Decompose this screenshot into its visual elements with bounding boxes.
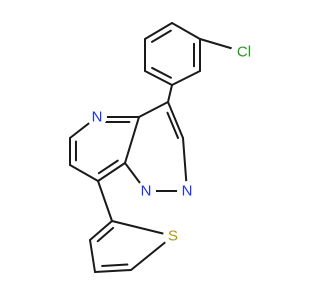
bond-A4-A5 bbox=[144, 22, 173, 40]
molecule-diagram: N N N Cl S bbox=[69, 22, 257, 273]
bond-A3-A4 bbox=[171, 22, 201, 40]
bond-C3-C2-double bbox=[166, 111, 179, 139]
bond-A6-A1 bbox=[144, 70, 173, 86]
atom-S: S bbox=[163, 226, 183, 246]
bond-T2-T3-double bbox=[96, 226, 115, 243]
bond-C3-C2 bbox=[167, 101, 184, 139]
bond-C3a-C7a bbox=[124, 116, 140, 164]
bond-C7-C6 bbox=[69, 164, 99, 182]
atom-N4-label: N bbox=[92, 109, 103, 126]
bond-T4-T5 bbox=[94, 269, 132, 273]
bond-C7a-C7 bbox=[97, 162, 126, 182]
bond-A4-A5-double bbox=[150, 29, 172, 43]
atom-N1: N bbox=[136, 181, 156, 201]
atom-N2-label: N bbox=[182, 183, 193, 200]
atom-layer: N N N Cl S bbox=[87, 39, 257, 246]
atom-N1-label: N bbox=[141, 183, 152, 200]
bond-A6-A1-double bbox=[151, 66, 172, 79]
atom-Cl-label: Cl bbox=[237, 44, 251, 61]
bond-C3-A1 bbox=[167, 84, 173, 103]
atom-S-label: S bbox=[168, 228, 178, 245]
bond-layer bbox=[69, 22, 245, 273]
bond-C3a-C3 bbox=[138, 101, 169, 118]
atom-Cl: Cl bbox=[231, 39, 257, 65]
atom-N4: N bbox=[87, 107, 107, 127]
bond-A1-A2 bbox=[171, 70, 201, 86]
bond-T4-T5-double bbox=[101, 263, 129, 267]
bond-T2-T3 bbox=[89, 220, 113, 241]
bond-S-T2 bbox=[111, 220, 174, 237]
molecule-canvas: N N N Cl S bbox=[69, 22, 257, 273]
atom-N2: N bbox=[177, 181, 197, 201]
bond-T3-T4 bbox=[89, 239, 96, 273]
bond-C7a-C7-double bbox=[97, 159, 119, 175]
bond-C7-T2 bbox=[97, 180, 113, 222]
